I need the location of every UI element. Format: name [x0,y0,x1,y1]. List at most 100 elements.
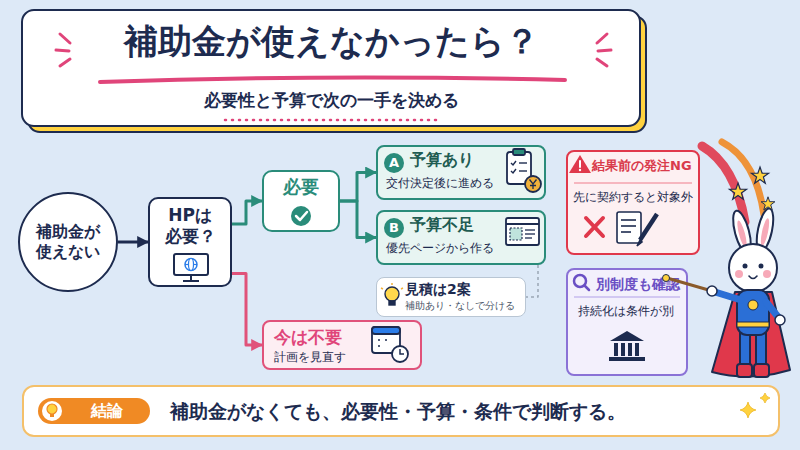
monitor-icon [189,259,194,271]
monitor-icon [190,275,192,280]
magnifier-icon [585,286,590,291]
hero-character [740,333,750,373]
browser-icon [506,223,539,225]
tip-box: 見積は2案補助あり・なしで分ける [376,277,526,317]
calendar-icon [378,345,380,347]
dotted-rule [225,119,440,122]
hero-character [729,183,746,199]
title-ticks [56,50,69,51]
decision-box: HPは 必要？ [148,197,232,287]
title-ticks [597,59,607,66]
browser-icon [510,228,522,240]
monitor-icon [185,264,197,265]
hero-character [702,146,745,222]
check-heading: 別制度も確認 [596,276,680,294]
sparkles [740,393,770,418]
calendar-icon [378,339,380,341]
hero-character [712,292,790,377]
diagram-title: 補助金が使えなかったら？ [22,18,640,64]
browser-icon [506,218,539,245]
calendar-icon [372,327,400,334]
browser-icon [525,233,535,234]
hero-character [707,286,717,296]
option-body: 優先ページから作る [386,241,494,256]
bulb-icon [389,301,395,305]
connector-arrow [526,265,538,297]
calendar-icon [385,339,387,341]
warning-icon [569,155,591,173]
hero-character [735,270,743,278]
not-needed-box: 今は不要計画を見直す [262,320,422,370]
bank-icon [609,331,645,361]
separator [574,296,680,298]
title-ticks [60,59,70,66]
contract-icon [640,214,657,240]
monitor-icon [174,254,208,281]
option-badge: A [384,153,404,173]
hero-character [759,218,771,247]
conclusion-band: 結論補助金がなくても、必要性・予算・条件で判断する。 [22,385,780,437]
hero-character [729,244,777,292]
bulb-icon [381,283,403,289]
hero-character [743,264,748,269]
hero-character [735,220,748,249]
warning-heading: 結果前の発注NG [592,158,692,174]
bank-icon [621,343,625,356]
hero-character [663,275,670,282]
tip-heading: 見積は2案 [405,281,471,299]
hero-character [722,142,764,215]
calendar-icon [400,349,404,354]
node-text: 必要 [264,176,338,199]
hero-character [715,292,741,300]
option-body: 交付決定後に進める [386,176,494,191]
need-box: 必要 [262,170,340,232]
hero-character [763,270,771,278]
bank-icon [635,343,639,356]
monitor-icon [183,280,199,282]
node-text: 補助金が 使えない [20,222,116,262]
hero-character [761,197,775,210]
conclusion-text: 補助金がなくても、必要性・予算・条件で判断する。 [170,398,626,424]
check-icon [296,212,307,220]
reject-icon [586,218,603,236]
warning-icon [569,155,591,173]
option-heading: 予算不足 [410,215,474,235]
contract-icon [617,212,641,243]
reject-icon [586,218,603,236]
option-badge: B [384,218,404,238]
calendar-icon [372,327,408,362]
badge-bulb-icon [50,414,54,417]
bulb-icon [381,283,403,305]
hero-character [737,290,769,335]
title-ticks [598,50,611,51]
node-text: HPは 必要？ [150,205,230,248]
magnifier-icon [574,275,586,287]
subtitle: 必要性と予算で次の一手を決める [22,90,640,111]
title-underline [100,77,565,82]
clipboard-icon [513,149,525,155]
badge-bulb-icon [47,404,57,414]
title-ticks [60,34,70,43]
contract-icon [637,240,642,246]
title-ticks [597,34,607,43]
monitor-icon [174,254,208,275]
connector-arrow [340,173,376,202]
badge-bulb-icon [42,401,62,421]
clipboard-icon [511,161,516,173]
clipboard-icon [519,170,527,171]
reject-icon [586,218,603,236]
hero-character [754,207,777,253]
contract-icon [621,219,636,221]
bank-icon [614,343,618,356]
hero-character [730,209,755,255]
check-box: 別制度も確認持続化は条件が別 [566,268,688,376]
hero-character [754,364,769,377]
hero-character [775,315,785,325]
warning-body: 先に契約すると対象外 [573,190,693,205]
bank-icon [628,343,632,356]
hero-character [751,167,768,183]
hero-character [667,278,712,291]
